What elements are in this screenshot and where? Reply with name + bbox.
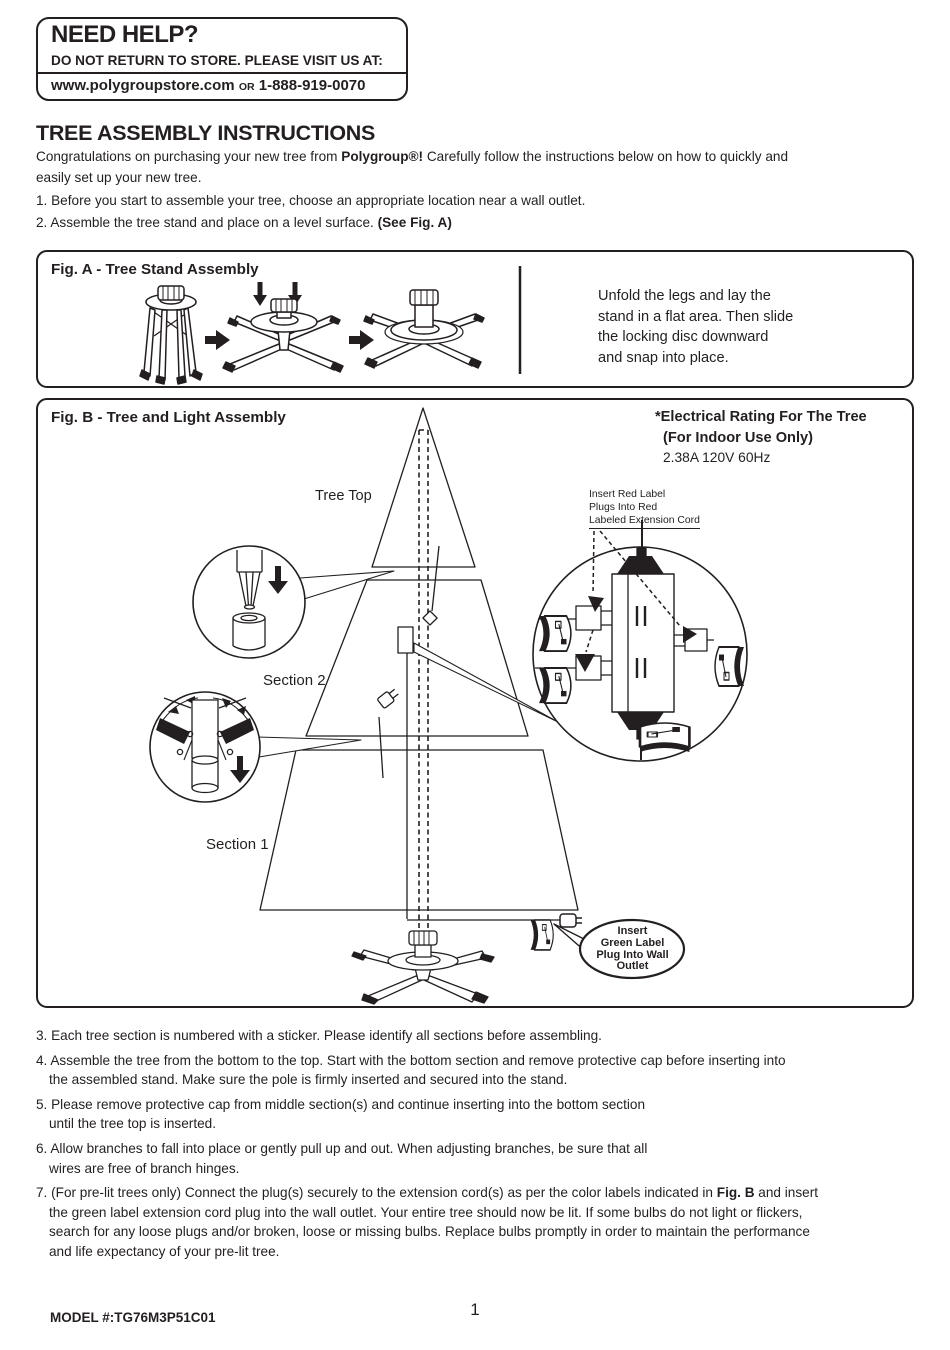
green-plug-note: Insert Green Label Plug Into Wall Outlet <box>596 925 669 973</box>
speech-bubble <box>553 918 686 980</box>
help-subtitle: DO NOT RETURN TO STORE. PLEASE VISIT US … <box>51 53 383 68</box>
step-3: 3. Each tree section is numbered with a … <box>36 1028 602 1043</box>
down-arrowhead-icon <box>575 654 595 672</box>
pre-steps: 1. Before you start to assemble your tre… <box>36 190 585 234</box>
intro-line-2: easily set up your new tree. <box>36 170 202 185</box>
section-1-label: Section 1 <box>206 836 269 853</box>
detail-circle-hinges <box>149 691 261 803</box>
assembly-steps: 3. Each tree section is numbered with a … <box>36 1026 916 1267</box>
right-arrowhead-icon <box>683 626 697 643</box>
step-1: 1. Before you start to assemble your tre… <box>36 193 586 208</box>
stand-locked <box>363 289 485 369</box>
stand-folded <box>139 285 203 385</box>
red-label-sticker <box>538 615 572 653</box>
red-label-sticker <box>638 721 691 754</box>
fig-a-illustration <box>139 266 522 385</box>
help-contact-line: www.polygroupstore.com OR 1-888-919-0070 <box>51 77 366 94</box>
brand-name: Polygroup®! <box>341 149 424 164</box>
plug-icon <box>377 688 399 779</box>
step-4: 4. Assemble the tree from the bottom to … <box>36 1052 786 1088</box>
help-or: OR <box>238 81 255 93</box>
help-phone: 1-888-919-0070 <box>258 77 366 94</box>
detail-circle-extension-cord <box>532 520 748 762</box>
green-label-sticker <box>529 919 555 951</box>
pole-label <box>397 626 559 723</box>
tree-pole <box>406 429 429 931</box>
down-arrow-icon <box>268 566 288 594</box>
model-number: MODEL #:TG76M3P51C01 <box>50 1310 216 1325</box>
step-5: 5. Please remove protective cap from mid… <box>36 1096 646 1132</box>
step-7: 7. (For pre-lit trees only) Connect the … <box>36 1185 819 1259</box>
fig-b-title: Fig. B - Tree and Light Assembly <box>51 409 286 426</box>
fig-a-box: Fig. A - Tree Stand Assembly Unfold the … <box>36 250 914 388</box>
detail-circle-pole-tip <box>192 545 306 659</box>
page-number: 1 <box>470 1300 480 1319</box>
fig-a-title: Fig. A - Tree Stand Assembly <box>51 261 259 278</box>
tree-stand <box>351 930 495 1005</box>
red-label-note: Insert Red Label Plugs Into Red Labeled … <box>589 488 700 529</box>
tree-top-label: Tree Top <box>315 488 372 504</box>
help-title: NEED HELP? <box>51 21 199 48</box>
section-2-label: Section 2 <box>263 672 326 689</box>
step-6: 6. Allow branches to fall into place or … <box>36 1140 648 1176</box>
right-arrow-icon <box>349 330 374 350</box>
wall-plug-icon <box>559 913 582 928</box>
fig-b-box: Fig. B - Tree and Light Assembly *Electr… <box>36 398 914 1008</box>
tree-outline <box>259 407 579 911</box>
plug-connector-icon <box>422 545 440 626</box>
intro-paragraph: Congratulations on purchasing your new t… <box>36 146 788 188</box>
electrical-rating: *Electrical Rating For The Tree (For Ind… <box>655 409 867 465</box>
intro-line-1: Congratulations on purchasing your new t… <box>36 149 789 164</box>
page-title: TREE ASSEMBLY INSTRUCTIONS <box>36 121 376 145</box>
down-arrowhead-icon <box>588 596 604 612</box>
fig-b-illustration <box>149 407 748 1005</box>
stand-open <box>222 282 344 373</box>
fig-a-caption: Unfold the legs and lay the stand in a f… <box>598 288 794 366</box>
right-arrow-icon <box>205 330 230 350</box>
red-label-sticker <box>713 645 746 688</box>
help-website: www.polygroupstore.com <box>51 77 235 94</box>
help-divider <box>38 72 406 74</box>
step-2: 2. Assemble the tree stand and place on … <box>36 215 452 230</box>
need-help-box: NEED HELP? DO NOT RETURN TO STORE. PLEAS… <box>36 17 408 101</box>
red-label-sticker <box>538 667 572 705</box>
down-arrow-icon <box>230 756 250 783</box>
